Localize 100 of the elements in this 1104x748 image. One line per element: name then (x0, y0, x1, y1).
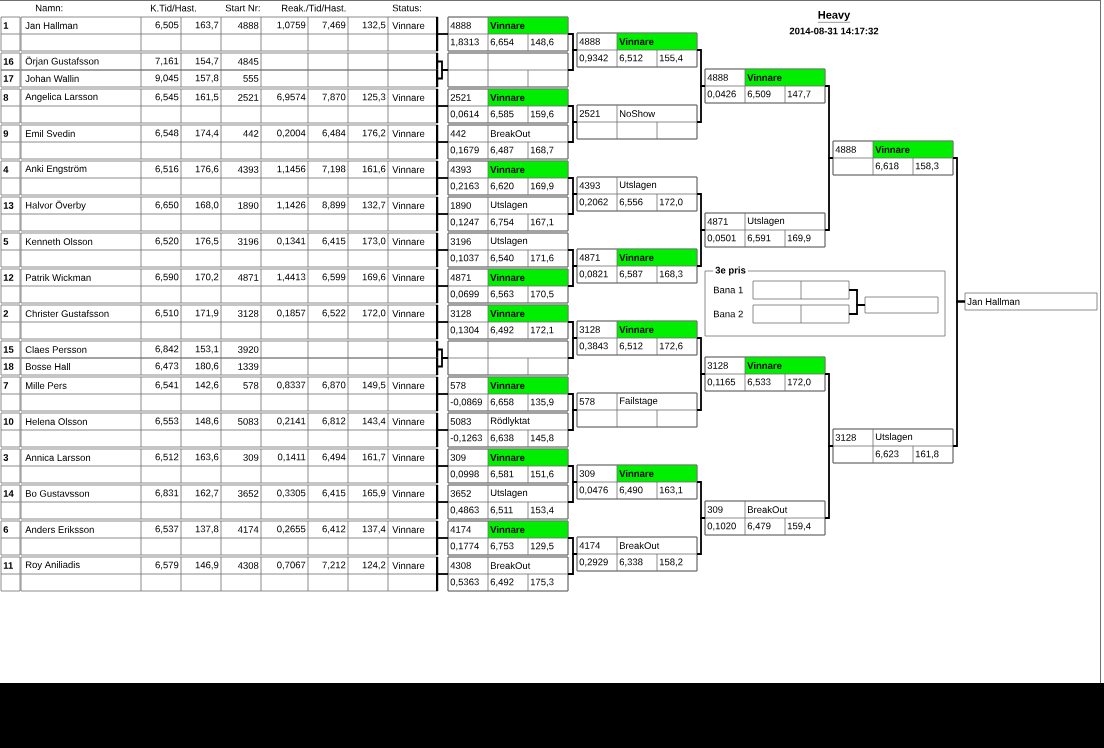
heat-box: 578 Failstage (576, 392, 698, 428)
bracket-line (437, 501, 449, 503)
heat-box: 4888 Vinnare 0,9342 6,512 155,4 (576, 32, 698, 68)
node-label: 8 (3, 94, 9, 101)
node-label: Bana 2 (713, 310, 743, 318)
heat-box (447, 340, 569, 376)
node-label: 18 (3, 363, 14, 370)
bracket-line (437, 321, 449, 323)
heat-box: 3196 Utslagen 0,1037 6,540 171,6 (447, 232, 569, 268)
node-label: 1 (3, 22, 9, 29)
bracket-line (567, 193, 578, 215)
heat-box: 2521 Vinnare 0,0614 6,585 159,6 (447, 88, 569, 124)
bracket-line (696, 229, 706, 267)
competitor-row: 8 Angelica Larsson 6,545 161,5 2521 6,9574 7,870 125,3 Vinnare (0, 88, 439, 124)
heat-box: 442 BreakOut 0,1679 6,487 168,7 (447, 124, 569, 160)
competitor-row: 11 Roy Aniliadis 6,579 146,9 4308 0,7067 7,212 124,2 Vinnare (0, 556, 439, 592)
bracket-line (567, 481, 578, 503)
competitor-row: 16 Örjan Gustafsson 7,161 154,7 4845 (0, 52, 439, 71)
bracket-line (437, 465, 449, 467)
competitor-row: 10 Helena Olsson 6,553 148,6 5083 0,2141 6,812 143,4 Vinnare (0, 412, 439, 448)
competitor-row: 1 Jan Hallman 6,505 163,7 4888 1,0759 7,469 132,5 Vinnare (0, 16, 439, 52)
node-label: Bana 1 (713, 286, 743, 294)
bracket-line (437, 429, 449, 431)
heat-box: 4871 Utslagen 0,0501 6,591 169,9 (704, 212, 826, 248)
node-label: 7 (3, 382, 9, 389)
bracket-line (567, 49, 578, 71)
bracket-line (437, 573, 449, 575)
heat-box: 4871 Vinnare 0,0699 6,563 170,5 (447, 268, 569, 304)
lane-row: Bana 2 (714, 304, 850, 324)
bracket-line (696, 85, 706, 123)
competitor-row: 7 Mille Pers 6,541 142,6 578 0,8337 6,870 149,5 Vinnare (0, 376, 439, 412)
heat-box: 309 BreakOut 0,1020 6,479 159,4 (704, 500, 826, 536)
bracket-line (437, 69, 449, 80)
timestamp: 2014-08-31 14:17:32 (789, 27, 879, 35)
node-label: 13 (3, 202, 14, 209)
node-label: 12 (3, 274, 14, 281)
competitor-row: 9 Emil Svedin 6,548 174,4 442 0,2004 6,484 176,2 Vinnare (0, 124, 439, 160)
bracket-line (437, 141, 449, 143)
competitor-row: 12 Patrik Wickman 6,590 170,2 4871 1,4413 6,599 169,6 Vinnare (0, 268, 439, 304)
node-label: 14 (3, 490, 14, 497)
heat-box: 4308 BreakOut 0,5363 6,492 175,3 (447, 556, 569, 592)
heat-box: 1890 Utslagen 0,1247 6,754 167,1 (447, 196, 569, 232)
bracket-line (437, 105, 449, 107)
competitor-row: 2 Christer Gustafsson 6,510 171,9 3128 0,1857 6,522 172,0 Vinnare (0, 304, 439, 340)
bracket-line (824, 157, 834, 231)
bracket-line (567, 337, 578, 359)
heat-box: 309 Vinnare 0,0998 6,581 151,6 (447, 448, 569, 484)
bracket-line (952, 300, 966, 447)
column-header: Status: (392, 4, 421, 12)
heat-box: 4174 Vinnare 0,1774 6,753 129,5 (447, 520, 569, 556)
competitor-row: 13 Halvor Överby 6,650 168,0 1890 1,1426 8,899 132,7 Vinnare (0, 196, 439, 232)
node-label: 11 (3, 562, 13, 569)
node-label: 3 (3, 454, 9, 461)
competitor-row: 4 Anki Engström 6,516 176,6 4393 1,1456 7,198 161,6 Vinnare (0, 160, 439, 196)
bracket-line (567, 265, 578, 287)
bracket-line (437, 177, 449, 179)
bracket-line (567, 553, 578, 575)
node-label: 9 (3, 130, 9, 137)
bracket-line (567, 409, 578, 431)
competitor-row: 18 Bosse Hall 6,473 180,6 1339 (0, 357, 439, 376)
node-label: 15 (3, 346, 14, 353)
heat-box (447, 52, 569, 88)
heat-box: 3128 Vinnare 0,1165 6,533 172,0 (704, 356, 826, 392)
heat-box: 4393 Utslagen 0,2062 6,556 172,0 (576, 176, 698, 212)
node-label: 4 (3, 166, 9, 173)
heat-box: 309 Vinnare 0,0476 6,490 163,1 (576, 464, 698, 500)
heat-box: 578 Vinnare -0,0869 6,658 135,9 (447, 376, 569, 412)
competitor-row: 17 Johan Wallin 9,045 157,8 555 (0, 69, 439, 88)
heat-box: 3652 Utslagen 0,4863 6,511 153,4 (447, 484, 569, 520)
heat-box: 3128 Vinnare 0,1304 6,492 172,1 (447, 304, 569, 340)
heat-box: 4888 Vinnare 6,618 158,3 (832, 140, 954, 176)
node-label: 6 (3, 526, 9, 533)
bracket-line (437, 33, 449, 35)
title: Heavy (817, 11, 851, 23)
bracket-line (848, 304, 866, 315)
node-label: 10 (3, 418, 14, 425)
heat-box: 4393 Vinnare 0,2163 6,620 169,9 (447, 160, 569, 196)
competitor-row: 14 Bo Gustavsson 6,831 162,7 3652 0,3305 6,415 165,9 Vinnare (0, 484, 439, 520)
heat-box: 4871 Vinnare 0,0821 6,587 168,3 (576, 248, 698, 284)
competitor-row: 6 Anders Eriksson 6,537 137,8 4174 0,2655 6,412 137,4 Vinnare (0, 520, 439, 556)
result-box (864, 296, 939, 314)
bracket-line (567, 121, 578, 143)
heat-box: 3128 Vinnare 0,3843 6,512 172,6 (576, 320, 698, 356)
node-label: 5 (3, 238, 9, 245)
heat-box: 5083 Rödlyktat -0,1263 6,638 145,8 (447, 412, 569, 448)
competitor-row: 3 Annica Larsson 6,512 163,6 309 0,1411 6,494 161,7 Vinnare (0, 448, 439, 484)
bracket-line (437, 393, 449, 395)
winner-box: Jan Hallman (964, 292, 1098, 311)
bracket-line (437, 357, 449, 368)
bracket-line (437, 249, 449, 251)
competitor-row: 5 Kenneth Olsson 6,520 176,5 3196 0,1341 6,415 173,0 Vinnare (0, 232, 439, 268)
bracket-line (696, 373, 706, 411)
bracket-line (437, 537, 449, 539)
bracket-line (696, 517, 706, 555)
competitor-row: 15 Claes Persson 6,842 153,1 3920 (0, 340, 439, 359)
lane-row: Bana 1 (714, 280, 850, 300)
heat-box: 4888 Vinnare 1,8313 6,654 148,6 (447, 16, 569, 52)
node-label: 16 (3, 58, 14, 65)
heat-box: 4174 BreakOut 0,2929 6,338 158,2 (576, 536, 698, 572)
bracket-line (824, 445, 834, 519)
